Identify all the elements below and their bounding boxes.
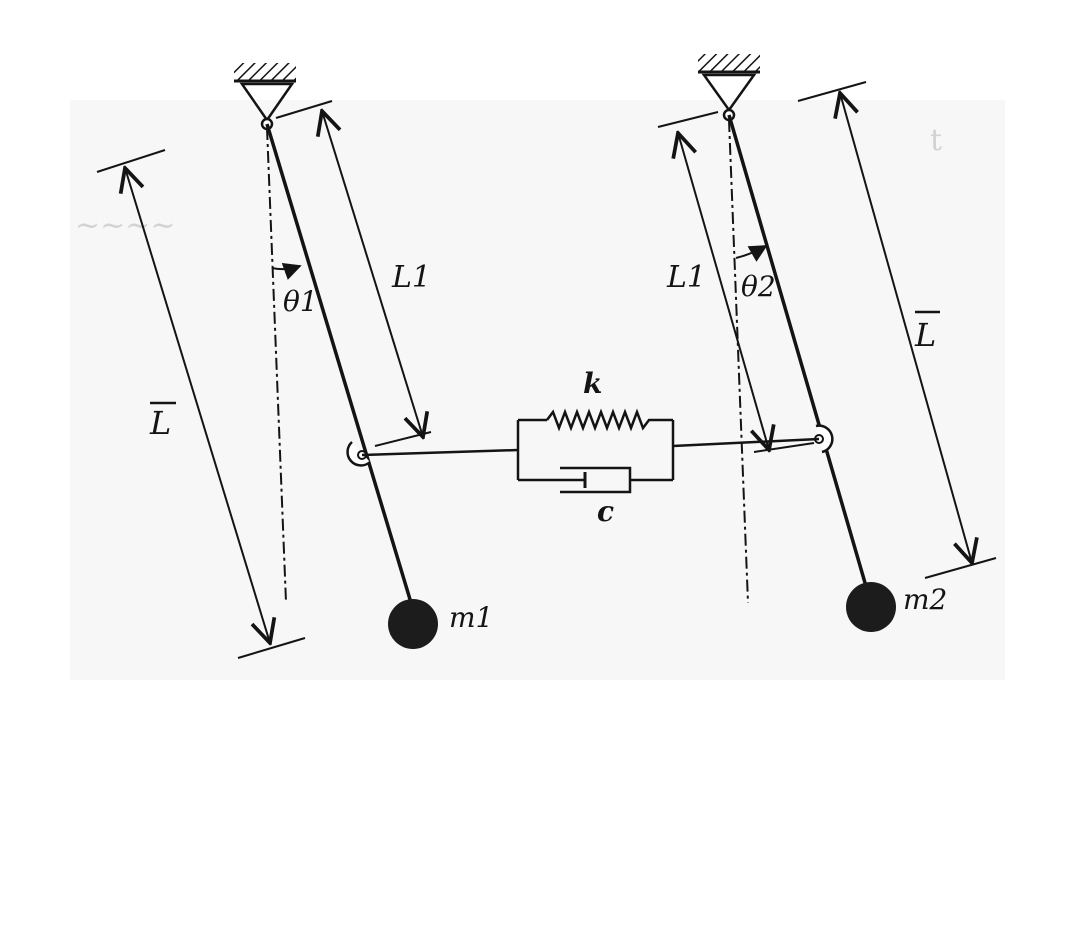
right-coupling-joint [815, 424, 834, 454]
right-pendulum [657, 54, 997, 632]
label-spring-k: k [583, 367, 602, 400]
right-L1-dimension-arrow [678, 133, 769, 450]
left-L1-dimension-arrow [322, 111, 423, 437]
label-m2: m2 [903, 583, 947, 616]
label-theta2: θ2 [741, 270, 776, 303]
left-pendulum [96, 63, 438, 659]
label-Lbar-left: L [149, 404, 171, 442]
label-L1-left: L1 [391, 260, 431, 295]
label-m1: m1 [449, 601, 493, 634]
mass-m2 [846, 582, 896, 632]
left-ceiling-hatch [234, 63, 296, 81]
right-pivot-support [701, 73, 757, 113]
mass-m1 [388, 599, 438, 649]
left-pivot-support [239, 82, 295, 123]
label-damper-c: c [597, 495, 614, 528]
left-Lbar-dimension-arrow [125, 168, 270, 643]
right-ceiling-hatch [698, 54, 760, 72]
svg-text:~~~~: ~~~~ [75, 208, 176, 243]
spring-k [546, 408, 673, 432]
svg-text:t: t [930, 123, 942, 158]
label-theta1: θ1 [283, 285, 318, 318]
right-Lbar-dimension-arrow [840, 93, 972, 563]
label-Lbar-right: L [914, 316, 936, 354]
spring-damper-coupling [361, 408, 820, 494]
label-L1-right: L1 [666, 260, 706, 295]
